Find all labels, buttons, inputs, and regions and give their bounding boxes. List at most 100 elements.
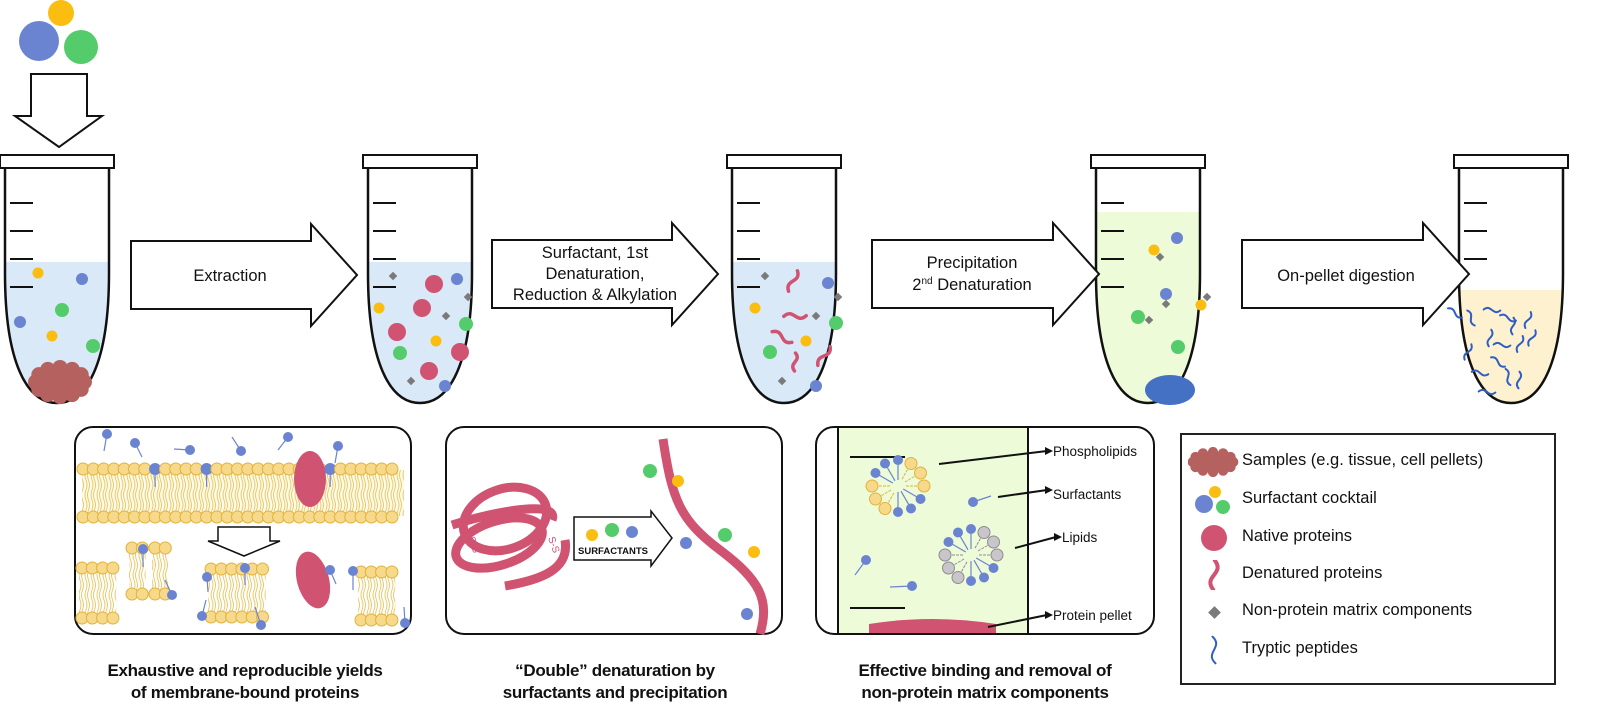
surfactant-blue [1160, 288, 1172, 300]
tryptic-peptide [1492, 341, 1512, 349]
tryptic-peptide [1482, 306, 1502, 314]
surfactant-yellow [373, 302, 385, 314]
lipid-head [987, 535, 1001, 549]
legend-item: Samples (e.g. tissue, cell pellets) [1182, 447, 1552, 477]
surfactant-head [130, 438, 140, 448]
surfactant-blue [741, 608, 753, 620]
tube-outline [1457, 168, 1565, 405]
caption-membrane: Exhaustive and reproducible yields of me… [60, 660, 430, 704]
tryptic-peptide [1470, 369, 1490, 377]
surfactant-green [1171, 340, 1185, 354]
membrane-protein [294, 451, 326, 507]
surfactant-green [763, 345, 777, 359]
surfactant-green [605, 523, 619, 537]
fragment-tails [208, 569, 266, 617]
lipid-head [385, 510, 399, 524]
legend-label: Tryptic peptides [1242, 639, 1358, 657]
surfactant-yellow [800, 335, 812, 347]
fragment-tails [79, 568, 117, 618]
surfactant-head [907, 581, 917, 591]
tube-outline [1094, 168, 1202, 405]
native-protein [420, 362, 438, 380]
surfactant-head [893, 507, 903, 517]
arrow-label-line: Reduction & Alkylation [513, 286, 677, 304]
panel-membrane [74, 426, 412, 635]
surfactant-yellow [749, 302, 761, 314]
lipid-tail [977, 541, 994, 552]
surfactant-head [240, 563, 250, 573]
callout-arrow [1014, 536, 1057, 549]
surfactant-blue [451, 273, 463, 285]
callout-arrow [997, 489, 1048, 498]
surfactant-blue [439, 380, 451, 392]
denatured-protein [791, 351, 799, 373]
surfactant-green [1131, 310, 1145, 324]
surfactant-yellow [1195, 299, 1207, 311]
legend-item: Non-protein matrix components [1182, 597, 1552, 627]
tryptic-peptide [1466, 309, 1476, 327]
surfactant-head [236, 446, 246, 456]
surfactant-green [55, 303, 69, 317]
surfactants-label: SURFACTANTS [578, 546, 648, 557]
phospholipid-head [904, 456, 918, 470]
tube-cap [362, 154, 478, 169]
surfactants-arrow-icon [573, 508, 673, 569]
arrowhead-icon [1045, 447, 1053, 455]
membrane-protein [295, 551, 331, 609]
arrowhead-icon [1045, 611, 1053, 619]
surfactant-head [283, 432, 293, 442]
folded-protein [504, 539, 570, 591]
surfactant-head [988, 563, 999, 573]
tryptic-peptide [1523, 311, 1533, 329]
surfactant-head [348, 566, 358, 576]
caption-line: Exhaustive and reproducible yields [107, 661, 383, 680]
surfactant-blue [822, 277, 834, 289]
lipid-head [158, 541, 172, 555]
surfactant-head [167, 590, 177, 600]
caption-line: surfactants and precipitation [502, 683, 728, 702]
surfactant-head [915, 494, 926, 504]
arrow-label-extraction: Extraction [193, 267, 266, 285]
tryptic-peptide [1509, 316, 1517, 336]
step-arrow-denaturation: Surfactant, 1st Denaturation, Reduction … [491, 220, 720, 328]
matrix-diamond-icon [777, 376, 787, 386]
fragment-tails [152, 548, 169, 594]
surfactant-head [943, 537, 954, 547]
matrix-diamond-icon [811, 311, 821, 321]
matrix-diamond-icon [441, 311, 451, 321]
legend-label: Denatured proteins [1242, 564, 1383, 582]
caption-removal: Effective binding and removal of non-pro… [800, 660, 1170, 704]
matrix-diamond-icon [463, 292, 473, 302]
denatured-protein-icon [1208, 560, 1220, 590]
surfactant-blue [76, 273, 88, 285]
surfactant-yellow [430, 335, 442, 347]
surfactant-cocktail-icon [19, 0, 98, 64]
tryptic-peptide-icon [1210, 635, 1218, 665]
caption-line: Effective binding and removal of [858, 661, 1112, 680]
tube-sample [0, 154, 115, 405]
native-protein [413, 299, 431, 317]
surfactant-yellow [586, 529, 598, 541]
lipid-head [951, 571, 965, 585]
surfactant-head [953, 527, 963, 538]
tube-liquid [1096, 212, 1200, 403]
surfactant-head [400, 618, 410, 628]
surfactant-head [185, 445, 195, 455]
lipid-head [135, 587, 149, 601]
disulfide-label: S-S [465, 535, 481, 555]
surfactant-yellow [748, 546, 760, 558]
lipid-tail [904, 472, 921, 483]
lipid-head [385, 565, 399, 579]
denatured-protein [786, 268, 800, 294]
surfactant-head [102, 429, 112, 439]
surfactant-head [138, 544, 148, 554]
surfactant-blue [1171, 232, 1183, 244]
lipid-tail [957, 561, 968, 578]
matrix-diamond-icon [760, 271, 770, 281]
phospholipid-head [914, 466, 928, 480]
lipid-head [990, 548, 1004, 562]
lipid-head [938, 548, 952, 562]
matrix-diamond-icon [1161, 299, 1171, 309]
surfactant-blue [14, 316, 26, 328]
